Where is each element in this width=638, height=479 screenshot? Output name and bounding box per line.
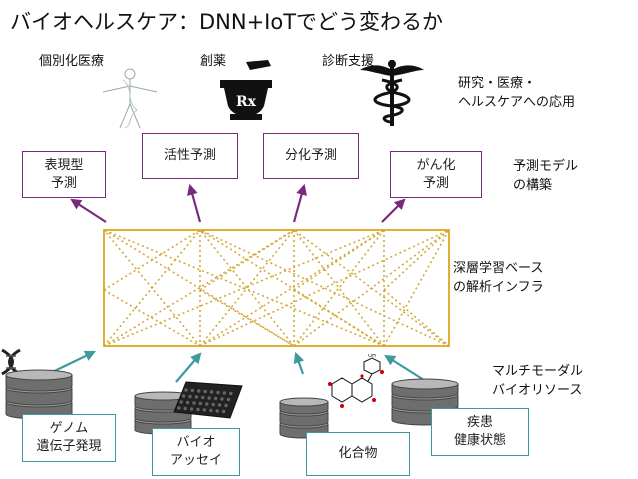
microplate-well bbox=[201, 395, 205, 400]
output-arrows bbox=[70, 183, 406, 223]
microplate-well bbox=[203, 389, 207, 394]
microplate-well bbox=[177, 406, 181, 410]
box-cancer-prediction: がん化 予測 bbox=[390, 151, 482, 198]
network-frame bbox=[103, 229, 450, 347]
microplate-well bbox=[184, 388, 188, 392]
database-icon bbox=[5, 369, 73, 420]
label-deep-learning-infra: 深層学習ベース の解析インフラ bbox=[453, 261, 544, 295]
human-figure-icon bbox=[102, 68, 158, 129]
microplate-well bbox=[197, 389, 201, 393]
microplate-well bbox=[202, 408, 207, 412]
microplate-well bbox=[222, 391, 227, 395]
microplate-well bbox=[221, 409, 226, 414]
microplate-well bbox=[211, 402, 215, 407]
box-phenotype-prediction: 表現型 予測 bbox=[22, 151, 106, 198]
label-diagnosis-support: 診断支援 bbox=[322, 54, 375, 69]
box-compound: 化合物 bbox=[306, 432, 410, 476]
microplate-well bbox=[213, 396, 218, 401]
network-connections bbox=[103, 229, 450, 347]
label-drug-discovery: 創薬 bbox=[200, 54, 227, 69]
caduceus-icon bbox=[360, 60, 424, 126]
microplate-well bbox=[216, 390, 220, 395]
microplate-well bbox=[196, 407, 200, 412]
box-differentiation-prediction: 分化予測 bbox=[263, 133, 359, 179]
microplate-well bbox=[198, 401, 203, 406]
microplate-well bbox=[215, 409, 219, 413]
microplate-well bbox=[181, 394, 186, 398]
microplate-well bbox=[192, 401, 196, 405]
microplate-icon bbox=[173, 381, 243, 419]
label-multimodal-bioresources: マルチモーダル バイオリソース bbox=[492, 364, 584, 398]
microplate-well bbox=[226, 397, 231, 402]
microplate-well bbox=[205, 402, 209, 406]
rx-symbol: Rx bbox=[236, 94, 257, 110]
microplate-well bbox=[220, 397, 224, 401]
box-activity-prediction: 活性予測 bbox=[142, 133, 238, 179]
microplate-well bbox=[190, 388, 195, 393]
label-prediction-model: 予測モデル の構築 bbox=[513, 159, 579, 193]
microplate-well bbox=[185, 400, 190, 405]
label-research-application: 研究・医療・ ヘルスケアへの応用 bbox=[458, 76, 576, 110]
microplate-well bbox=[183, 406, 187, 411]
box-genome-expression: ゲノム 遺伝子発現 bbox=[22, 414, 116, 462]
microplate-well bbox=[209, 408, 213, 413]
microplate-well bbox=[229, 391, 233, 396]
microplate-well bbox=[194, 395, 199, 399]
molecule-icon: OH bbox=[328, 354, 384, 408]
box-bioassay: バイオ アッセイ bbox=[152, 428, 240, 476]
microplate-well bbox=[224, 403, 228, 408]
box-disease-health: 疾患 健康状態 bbox=[431, 408, 529, 456]
microplate-well bbox=[188, 394, 192, 399]
page-title: バイオヘルスケア：DNN+IoTでどう変わるか bbox=[10, 10, 444, 34]
microplate-well bbox=[207, 396, 211, 400]
microplate-well bbox=[189, 407, 194, 411]
microplate-well bbox=[179, 400, 183, 404]
microplate-well bbox=[209, 390, 214, 394]
database-icon bbox=[279, 397, 329, 439]
microplate-well bbox=[217, 403, 222, 407]
molecule-oh-label: OH bbox=[368, 354, 376, 359]
label-personalized-medicine: 個別化医療 bbox=[39, 54, 105, 69]
mortar-pestle-icon: Rx bbox=[220, 60, 272, 120]
